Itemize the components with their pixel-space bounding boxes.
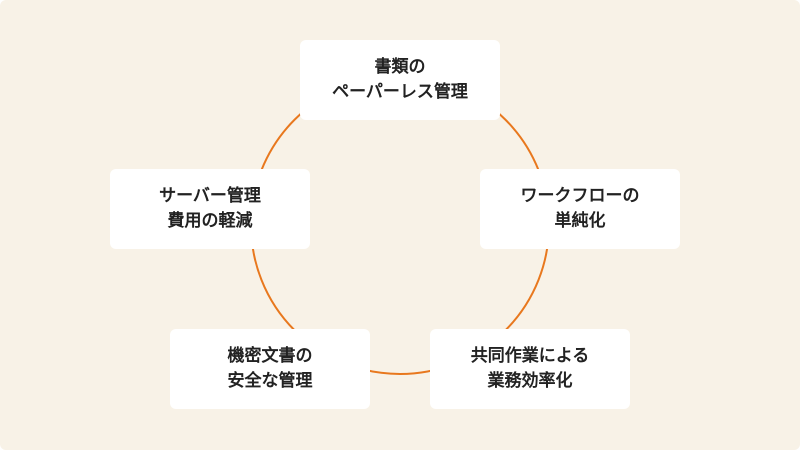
cycle-node-secure-document-management: 機密文書の 安全な管理	[170, 329, 370, 409]
cycle-node-collaboration-efficiency: 共同作業による 業務効率化	[430, 329, 630, 409]
cycle-node-label-line2: 費用の軽減	[167, 211, 253, 231]
cycle-node-label-line2: ペーパーレス管理	[332, 82, 468, 102]
cycle-node-label-line2: 安全な管理	[227, 371, 313, 391]
cycle-node-label-line1: ワークフローの	[520, 186, 640, 206]
cycle-node-server-cost-reduction: サーバー管理 費用の軽減	[110, 169, 310, 249]
cycle-node-workflow-simplification: ワークフローの 単純化	[480, 169, 680, 249]
cycle-node-label-line1: 共同作業による	[470, 346, 590, 366]
cycle-node-label-line2: 単純化	[554, 211, 606, 231]
cycle-node-label-line2: 業務効率化	[487, 371, 573, 391]
cycle-node-label-line1: サーバー管理	[159, 186, 261, 206]
cycle-node-paperless-management: 書類の ペーパーレス管理	[300, 40, 500, 120]
cycle-node-label-line1: 機密文書の	[227, 346, 313, 366]
cycle-node-label-line1: 書類の	[374, 57, 426, 77]
